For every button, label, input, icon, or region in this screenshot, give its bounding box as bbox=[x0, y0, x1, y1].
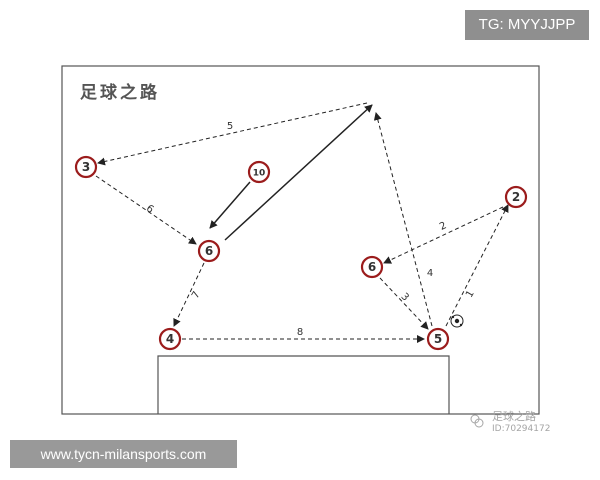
move-line-2 bbox=[383, 206, 504, 264]
player-6-right: 6 bbox=[360, 255, 384, 279]
player-6-left: 6 bbox=[197, 239, 221, 263]
pass-line-solid-long bbox=[224, 104, 373, 241]
player-4: 4 bbox=[158, 327, 182, 351]
move-label-1: 1 bbox=[464, 289, 477, 300]
move-label-2: 2 bbox=[438, 220, 448, 233]
penalty-box bbox=[157, 355, 450, 414]
diagram-title: 足球之路 bbox=[80, 83, 160, 103]
player-10-number: 10 bbox=[253, 169, 266, 179]
wechat-icon bbox=[470, 414, 484, 428]
move-line-4 bbox=[373, 112, 433, 327]
watermark-name: 足球之路 bbox=[492, 410, 536, 423]
move-line-6 bbox=[95, 175, 197, 245]
move-line-7 bbox=[173, 262, 205, 327]
pitch-boundary bbox=[61, 65, 540, 415]
player-3: 3 bbox=[74, 155, 98, 179]
website-footer-banner: www.tycn-milansports.com bbox=[10, 440, 237, 468]
player-2: 2 bbox=[504, 185, 528, 209]
player-5-number: 5 bbox=[434, 332, 442, 346]
player-5: 5 bbox=[426, 327, 450, 351]
move-label-8: 8 bbox=[297, 327, 303, 338]
move-label-5: 5 bbox=[227, 121, 233, 132]
player-3-number: 3 bbox=[82, 160, 90, 174]
move-line-3 bbox=[379, 277, 429, 330]
move-line-5 bbox=[97, 102, 368, 166]
player-6-right-number: 6 bbox=[368, 260, 376, 274]
move-label-4: 4 bbox=[427, 268, 433, 279]
move-label-7: 7 bbox=[190, 290, 203, 301]
player-10: 10 bbox=[247, 160, 271, 184]
watermark-id: ID:70294172 bbox=[492, 424, 551, 434]
pass-line-solid-short bbox=[209, 181, 251, 229]
ball-icon bbox=[450, 314, 464, 328]
move-line-1 bbox=[445, 204, 509, 327]
player-6-left-number: 6 bbox=[205, 244, 213, 258]
player-4-number: 4 bbox=[166, 332, 174, 346]
move-label-6: 6 bbox=[144, 203, 156, 216]
telegram-badge: TG: MYYJJPP bbox=[465, 10, 589, 40]
player-2-number: 2 bbox=[512, 190, 520, 204]
